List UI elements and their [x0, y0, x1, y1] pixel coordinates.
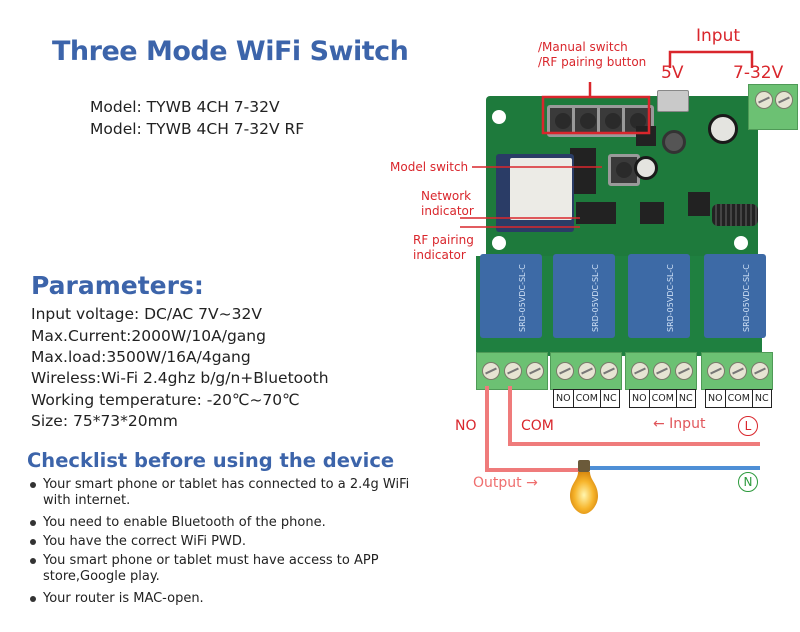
param-input-voltage: Input voltage: DC/AC 7V~32V: [31, 305, 262, 323]
model-line-2: Model: TYWB 4CH 7-32V RF: [90, 120, 305, 138]
param-working-temperature: Working temperature: -20℃~70℃: [31, 391, 300, 409]
callout-5v: 5V: [661, 63, 684, 83]
callout-input: Input: [696, 26, 741, 46]
ic-chip: [570, 148, 596, 194]
checklist-heading: Checklist before using the device: [27, 449, 395, 472]
callout-lines: [460, 82, 651, 228]
param-max-load: Max.load:3500W/16A/4gang: [31, 348, 251, 366]
relay-1: SRD-05VDC-SL-C: [480, 254, 542, 338]
label-com: COM: [521, 418, 554, 434]
wire-com: [508, 386, 512, 446]
ic-chip: [688, 192, 710, 216]
bullet-icon: [30, 539, 36, 545]
screw-icon: [653, 362, 671, 380]
micro-usb-port: [657, 90, 689, 112]
checklist-item: You smart phone or tablet must have acce…: [30, 553, 413, 585]
label-no: NO: [455, 418, 477, 434]
screw-icon: [600, 362, 618, 380]
screw-icon: [526, 362, 544, 380]
callout-buttons-line1: /Manual switch: [538, 40, 628, 54]
relay-terminal-3: [625, 352, 697, 390]
rf-antenna-coil: [712, 204, 758, 226]
param-max-current: Max.Current:2000W/10A/gang: [31, 327, 266, 345]
model-line-1: Model: TYWB 4CH 7-32V: [90, 98, 280, 116]
wire-live: [508, 442, 760, 446]
screw-icon: [755, 91, 773, 109]
screw-icon: [556, 362, 574, 380]
checklist-item: Your router is MAC-open.: [30, 591, 413, 607]
wire-no-to-bulb: [485, 468, 585, 472]
relay-terminal-2: [550, 352, 622, 390]
relay-2: SRD-05VDC-SL-C: [553, 254, 615, 338]
page-title: Three Mode WiFi Switch: [52, 36, 409, 67]
checklist-item: You have the correct WiFi PWD.: [30, 534, 413, 550]
screw-icon: [729, 362, 747, 380]
relay-terminal-1: [476, 352, 548, 390]
neutral-symbol: N: [738, 472, 758, 492]
callout-network-indicator-2: indicator: [421, 204, 474, 218]
callout-model-switch: Model switch: [390, 160, 469, 174]
checklist-item: You need to enable Bluetooth of the phon…: [30, 515, 413, 531]
label-input: ← Input: [653, 416, 706, 432]
mount-hole: [492, 110, 506, 124]
input-bracket: [668, 50, 754, 68]
parameters-heading: Parameters:: [31, 271, 204, 300]
screw-icon: [482, 362, 500, 380]
screw-icon: [707, 362, 725, 380]
screw-icon: [675, 362, 693, 380]
relay-terminal-4: [701, 352, 773, 390]
screw-icon: [578, 362, 596, 380]
bullet-icon: [30, 596, 36, 602]
wifi-module-shield: [510, 158, 572, 220]
checklist-item: Your smart phone or tablet has connected…: [30, 477, 413, 509]
wire-neutral: [590, 466, 760, 470]
capacitor: [708, 114, 738, 144]
bullet-icon: [30, 482, 36, 488]
screw-icon: [775, 91, 793, 109]
callout-rf-indicator-1: RF pairing: [413, 233, 474, 247]
power-terminal: [748, 84, 798, 130]
param-wireless: Wireless:Wi-Fi 2.4ghz b/g/n+Bluetooth: [31, 369, 329, 387]
inductor: [662, 130, 686, 154]
ic-chip: [576, 202, 616, 224]
mount-hole: [734, 236, 748, 250]
capacitor: [634, 156, 658, 180]
bullet-icon: [30, 520, 36, 526]
callout-7-32v: 7-32V: [733, 63, 784, 83]
ic-chip: [640, 202, 664, 224]
screw-icon: [504, 362, 522, 380]
relay-4: SRD-05VDC-SL-C: [704, 254, 766, 338]
light-bulb-icon: [570, 460, 598, 514]
label-output: Output →: [473, 475, 538, 491]
relay-3: SRD-05VDC-SL-C: [628, 254, 690, 338]
callout-rf-indicator-2: indicator: [413, 248, 466, 262]
live-symbol: L: [738, 416, 758, 436]
bullet-icon: [30, 558, 36, 564]
callout-network-indicator-1: Network: [421, 189, 472, 203]
mount-hole: [492, 236, 506, 250]
param-size: Size: 75*73*20mm: [31, 412, 178, 430]
relay-board: SRD-05VDC-SL-C SRD-05VDC-SL-C SRD-05VDC-…: [476, 84, 798, 390]
screw-icon: [631, 362, 649, 380]
wire-no: [485, 386, 489, 472]
regulator: [636, 126, 656, 146]
callout-buttons-line2: /RF pairing button: [538, 55, 647, 69]
screw-icon: [751, 362, 769, 380]
